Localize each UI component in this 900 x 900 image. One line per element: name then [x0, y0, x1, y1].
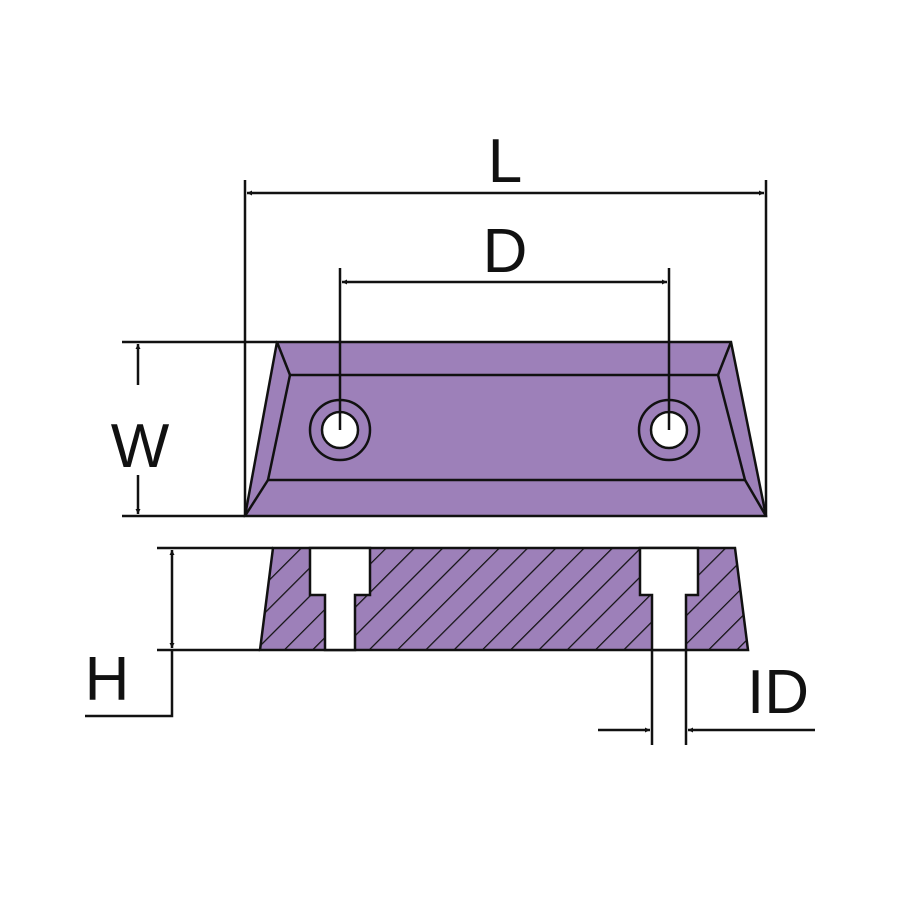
hole-distance-label: D [483, 217, 528, 286]
top-view [243, 340, 768, 518]
width-dimension: W [111, 340, 277, 518]
inner-diameter-dimension: ID [598, 650, 815, 745]
hole-distance-dimension: D [338, 217, 671, 430]
length-label: L [488, 127, 522, 196]
height-label: H [85, 645, 130, 714]
height-dimension: H [85, 546, 273, 718]
length-dimension: L [243, 127, 768, 516]
side-section-view [258, 546, 750, 652]
side-view-outline [258, 546, 750, 652]
inner-diameter-label: ID [747, 658, 809, 727]
width-label: W [111, 412, 170, 481]
left-hole-section [308, 546, 372, 652]
